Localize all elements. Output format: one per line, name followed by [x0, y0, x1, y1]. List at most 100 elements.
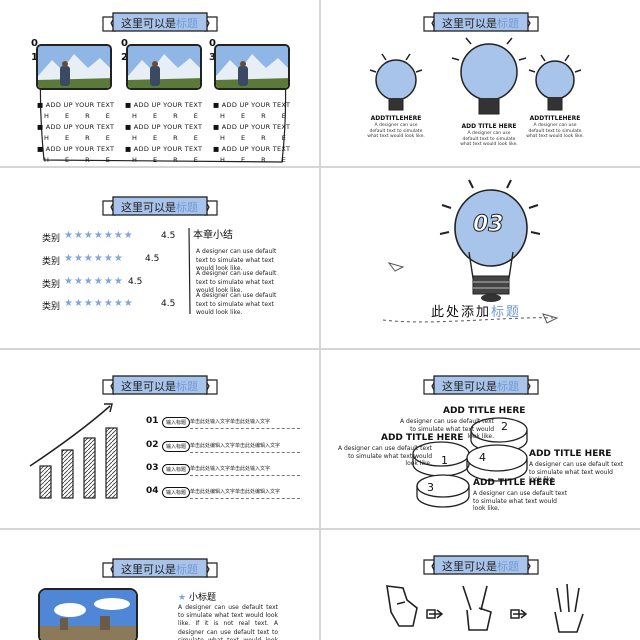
hand-one-finger-icon [386, 585, 418, 627]
point-text: A designer can use default text to simul… [473, 490, 568, 512]
arrow-right-icon [510, 609, 528, 619]
point-number: 1 [441, 454, 448, 467]
section-number: 03 [473, 212, 505, 238]
step-tag: 输入标题 [162, 464, 191, 475]
ribbon-title: 这里可以是 [442, 17, 497, 30]
bullet-item: ■ ADD UP YOUR TEXT [213, 123, 291, 131]
title-ribbon: 这里可以是标题 [101, 555, 219, 583]
ribbon-title: 这里可以是 [121, 563, 176, 576]
growth-bar-illustration [29, 403, 118, 499]
category-label: 类别 [42, 280, 61, 290]
rating-score: 4.5 [128, 277, 143, 287]
ribbon-title: 这里可以是 [121, 380, 176, 393]
lightbulb-icon [439, 179, 541, 302]
bulb-description: A designer can use default text to simul… [526, 123, 584, 139]
bullet-item: H E R E [132, 112, 199, 120]
lightbulb-icon [369, 53, 423, 111]
hand-gestures-illustration [386, 583, 584, 633]
bullet-item: H E R E [132, 134, 199, 142]
arrow-right-icon [426, 609, 444, 619]
item-number: 0 2 [121, 38, 128, 63]
category-label: 类别 [42, 302, 61, 312]
star-rating: ★★★★★★★ [64, 230, 134, 241]
section-title: 此处添加标题 [431, 301, 521, 320]
rating-score: 4.5 [161, 231, 176, 241]
section-bulb-illustration [382, 179, 559, 324]
ribbon-title-highlight: 标题 [176, 201, 198, 214]
slide-thumbnail-4[interactable]: 03 此处添加标题 [321, 168, 640, 348]
bulb-description: A designer can use default text to simul… [460, 131, 518, 147]
bullet-list: ■ ADD UP YOUR TEXT H E R E ■ ADD UP YOUR… [213, 100, 293, 166]
slide-thumbnail-7[interactable]: 这里可以是标题 ★ 小标题 A designer can use default… [0, 530, 319, 640]
ribbon-title: 这里可以是 [121, 17, 176, 30]
slide-thumbnail-6[interactable]: 这里可以是标题 ADD TITLE HERE A designer can us… [321, 350, 640, 528]
star-rating: ★★★★★★★ [64, 298, 134, 309]
title-ribbon: 这里可以是标题 [422, 9, 540, 37]
title-ribbon: 这里可以是标题 [422, 372, 540, 400]
bulb-title: ADDTITLEHERE [529, 115, 581, 122]
divider-line [188, 227, 191, 315]
bullet-item: H E R E [220, 156, 287, 164]
city-photo [38, 588, 138, 640]
hand-two-fingers-icon [462, 585, 492, 631]
exploded-pie-illustration [412, 417, 528, 508]
point-text: A designer can use default text to simul… [529, 461, 624, 483]
step-number: 01 [146, 416, 159, 426]
point-text: A designer can use default text to simul… [337, 445, 432, 467]
point-title: ADD TITLE HERE [381, 433, 464, 443]
bullet-item: ■ ADD UP YOUR TEXT [125, 101, 203, 109]
title-ribbon: 这里可以是标题 [101, 193, 219, 221]
bullet-item: H E R E [44, 112, 111, 120]
section-title-main: 此处添加 [431, 305, 492, 320]
category-label: 类别 [42, 257, 61, 267]
bullet-item: H E R E [44, 134, 111, 142]
star-rating: ★★★★★★ [64, 253, 124, 264]
slide-thumbnail-8[interactable]: 这里可以是标题 [321, 530, 640, 640]
bullet-item: ■ ADD UP YOUR TEXT [37, 145, 115, 153]
bullet-list: ■ ADD UP YOUR TEXT H E R E ■ ADD UP YOUR… [125, 100, 205, 166]
bullet-item: H E R E [220, 134, 287, 142]
rating-score: 4.5 [145, 254, 160, 264]
rating-score: 4.5 [161, 299, 176, 309]
bullet-item: H E R E [132, 156, 199, 164]
title-ribbon: 这里可以是标题 [101, 372, 219, 400]
title-ribbon: 这里可以是标题 [422, 552, 540, 580]
bullet-item: ■ ADD UP YOUR TEXT [213, 145, 291, 153]
ribbon-title: 这里可以是 [442, 380, 497, 393]
slide-thumbnail-2[interactable]: 这里可以是标题 ADDTITLEHERE A designer can use … [321, 0, 640, 166]
bullet-item: H E R E [220, 112, 287, 120]
lightbulb-icon [451, 37, 527, 115]
point-number: 2 [501, 420, 508, 433]
bulb-title: ADDTITLEHERE [370, 115, 422, 122]
paper-plane-icon [542, 313, 559, 324]
point-number: 3 [427, 481, 434, 494]
mountain-photo [214, 44, 290, 90]
bulb-description: A designer can use default text to simul… [367, 123, 425, 139]
slide-thumbnail-5[interactable]: 这里可以是标题 01 输入标题 单击此处输入文字单击此处输入文字 02 输入标题… [0, 350, 319, 528]
ribbon-title: 这里可以是 [442, 560, 497, 573]
point-title: ADD TITLE HERE [443, 406, 526, 416]
bulb-title: ADD TITLE HERE [461, 123, 517, 130]
slide-thumbnail-3[interactable]: 这里可以是标题 类别 ★★★★★★★ 4.5 类别 ★★★★★★ 4.5 类别 … [0, 168, 319, 348]
step-tag: 输入标题 [162, 417, 191, 428]
step-number: 04 [146, 486, 159, 496]
ribbon-title-highlight: 标题 [176, 17, 198, 30]
title-ribbon: 这里可以是标题 [101, 9, 219, 37]
bullet-item: ■ ADD UP YOUR TEXT [37, 101, 115, 109]
paper-plane-icon [387, 262, 405, 272]
bullet-list: ■ ADD UP YOUR TEXT H E R E ■ ADD UP YOUR… [37, 100, 117, 166]
slide-thumbnail-1[interactable]: 这里可以是标题 0 1 0 2 0 3 ■ ADD UP YOUR TEXT H… [0, 0, 319, 166]
point-title: ADD TITLE HERE [529, 449, 612, 459]
ribbon-title-highlight: 标题 [176, 563, 198, 576]
subtitle-text: 小标题 [188, 593, 216, 603]
item-number: 0 1 [31, 38, 38, 63]
step-text: 单击此处输入文字单击此处输入文字 [190, 465, 300, 476]
section-title-highlight: 标题 [491, 305, 522, 320]
summary-text: A designer can use default text to simul… [196, 270, 277, 294]
category-label: 类别 [42, 234, 61, 244]
body-text: A designer can use default text to simul… [178, 604, 278, 640]
section-heading: 本章小结 [193, 230, 233, 241]
lightbulb-icon [528, 54, 582, 111]
mountain-photo [36, 44, 112, 90]
